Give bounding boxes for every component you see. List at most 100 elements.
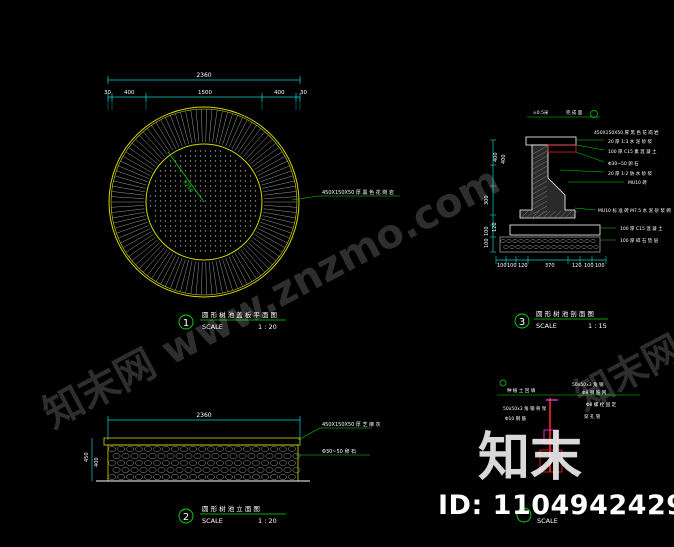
plan-slat-line bbox=[175, 259, 186, 291]
title-3: 3 圆 形 树 池 剖 面 图 SCALE 1 : 15 bbox=[514, 309, 608, 330]
section-gravel-stone bbox=[533, 245, 539, 249]
plan-pebble-dot bbox=[179, 245, 182, 247]
plan-pebble-dot bbox=[204, 185, 207, 187]
plan-slat-line bbox=[142, 131, 165, 157]
elev-stone bbox=[252, 446, 260, 452]
plan-pebble-dot bbox=[214, 165, 217, 167]
plan-pebble-dot bbox=[194, 240, 197, 242]
plan-pebble-dot bbox=[189, 160, 192, 162]
plan-pebble-dot bbox=[199, 200, 202, 202]
elev-stone bbox=[171, 460, 179, 466]
plan-pebble-dot bbox=[229, 245, 232, 247]
section-hatch-line bbox=[532, 200, 548, 210]
plan-slat-line bbox=[160, 254, 177, 285]
plan-pebble-dot bbox=[154, 180, 157, 182]
plan-slat-line bbox=[215, 260, 223, 294]
elev-stone bbox=[247, 467, 256, 473]
plan-pebble-dot bbox=[194, 175, 197, 177]
section-hatch-line bbox=[532, 175, 548, 185]
plan-pebble-dot bbox=[204, 245, 207, 247]
detail-view: 种 植 土 回 填 50x50x3 角 钢 Φ8 钢 筋 网 50x50x3 角… bbox=[497, 379, 640, 473]
plan-pebble-dot bbox=[244, 170, 247, 172]
plan-pebble-dot bbox=[209, 170, 212, 172]
plan-pebble-dot bbox=[204, 230, 207, 232]
plan-slat-line bbox=[131, 239, 158, 262]
plan-slat-line bbox=[248, 242, 273, 266]
plan-slat-line bbox=[237, 125, 257, 153]
plan-pebble-dot bbox=[179, 215, 182, 217]
plan-pebble-dot bbox=[179, 155, 182, 157]
elev-stone bbox=[112, 453, 121, 459]
plan-pebble-dot bbox=[234, 235, 237, 237]
plan-slat-line bbox=[231, 119, 248, 150]
plan-pebble-dot bbox=[189, 190, 192, 192]
plan-pebble-dot bbox=[179, 175, 182, 177]
elev-stone bbox=[130, 453, 139, 459]
plan-slat-line bbox=[225, 257, 238, 289]
plan-slat-line bbox=[135, 242, 160, 266]
plan-pebble-dot bbox=[229, 195, 232, 197]
plan-pebble-dot bbox=[174, 200, 177, 202]
plan-pebble-dot bbox=[244, 215, 247, 217]
plan-pebble-dot bbox=[234, 220, 237, 222]
plan-pebble-dot bbox=[219, 230, 222, 232]
plan-view: 2360 30 400 1500 400 30 R750 450X150X50 … bbox=[104, 72, 400, 298]
plan-pebble-dot bbox=[189, 175, 192, 177]
plan-slat-line bbox=[139, 244, 163, 269]
plan-slat-line bbox=[175, 113, 186, 145]
plan-pebble-dot bbox=[219, 175, 222, 177]
title-2-scale-label: SCALE bbox=[202, 517, 223, 525]
elev-stone bbox=[252, 460, 260, 466]
plan-pebble-dot bbox=[174, 205, 177, 207]
plan-slat-line bbox=[250, 239, 277, 262]
elev-stone bbox=[216, 474, 224, 480]
plan-pebble-dot bbox=[189, 195, 192, 197]
detail-note-4: 50x50x3 角 钢 骨 架 bbox=[503, 405, 547, 412]
section-gravel-stone bbox=[542, 239, 548, 243]
section-h-5: 100 bbox=[484, 238, 490, 248]
section-note-5: 20 厚 1:2 防 水 砂 浆 bbox=[608, 170, 653, 177]
elev-stone bbox=[247, 453, 256, 459]
section-gravel-stone bbox=[539, 245, 545, 249]
plan-slat-line bbox=[263, 185, 296, 193]
elev-stone bbox=[144, 446, 152, 452]
plan-pebble-dot bbox=[234, 190, 237, 192]
plan-pebble-dot bbox=[179, 190, 182, 192]
plan-pebble-dot bbox=[159, 225, 162, 227]
plan-pebble-dot bbox=[244, 195, 247, 197]
plan-pebble-dot bbox=[159, 200, 162, 202]
section-gravel-stone bbox=[512, 239, 518, 243]
plan-slat-line bbox=[122, 231, 152, 248]
plan-pebble-dot bbox=[214, 180, 217, 182]
plan-pebble-dot bbox=[199, 160, 202, 162]
plan-pebble-dot bbox=[204, 165, 207, 167]
plan-pebble-dot bbox=[214, 190, 217, 192]
elev-stone bbox=[283, 453, 292, 459]
elev-stone bbox=[225, 460, 233, 466]
plan-slat-line bbox=[240, 249, 261, 276]
plan-pebble-dot bbox=[199, 175, 202, 177]
plan-pebble-dot bbox=[209, 155, 212, 157]
elev-stone bbox=[117, 474, 125, 480]
plan-pebble-dot bbox=[224, 245, 227, 247]
elev-stone bbox=[153, 460, 161, 466]
elev-stone bbox=[261, 474, 269, 480]
elev-stone bbox=[243, 446, 251, 452]
plan-pebble-dot bbox=[219, 240, 222, 242]
plan-slat-line bbox=[165, 117, 180, 148]
plan-pebble-dot bbox=[159, 185, 162, 187]
plan-slat-line bbox=[259, 165, 290, 179]
plan-pebble-dot bbox=[194, 215, 197, 217]
plan-pebble-dot bbox=[189, 200, 192, 202]
plan-slat-line bbox=[228, 117, 243, 148]
plan-pebble-dot bbox=[184, 235, 187, 237]
elev-stone bbox=[234, 446, 242, 452]
section-gravel-stone bbox=[560, 239, 566, 243]
plan-slat-line bbox=[113, 180, 146, 189]
elev-stone bbox=[139, 467, 148, 473]
section-hatch-line bbox=[532, 155, 548, 165]
plan-slat-line bbox=[263, 196, 297, 199]
plan-pebble-dot bbox=[239, 185, 242, 187]
plan-pebble-dot bbox=[204, 250, 207, 252]
plan-pebble-dot bbox=[214, 170, 217, 172]
